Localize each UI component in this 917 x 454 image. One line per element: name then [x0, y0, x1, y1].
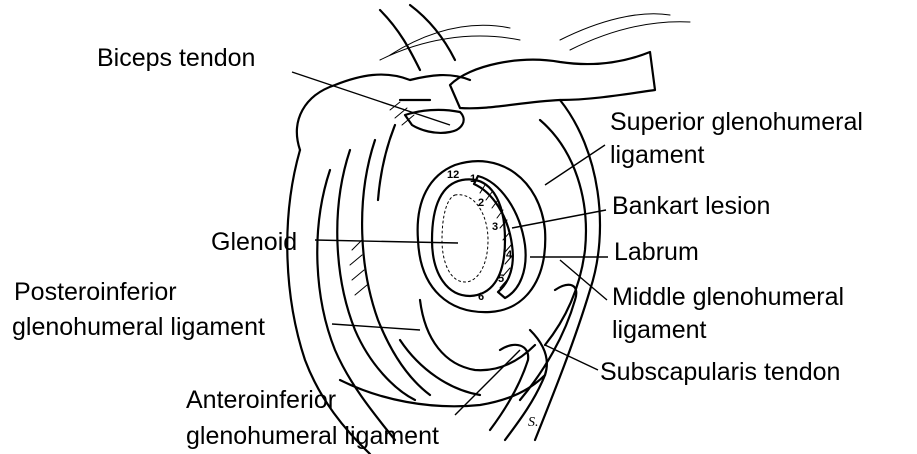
clavicle-outline [450, 52, 655, 108]
leader-anteroinferior [455, 350, 520, 415]
capsule-outer-right [535, 100, 600, 440]
label-labrum: Labrum [614, 237, 699, 267]
label-posteroinferior-line1: Posteroinferior [14, 277, 177, 307]
label-anteroinferior-line1: Anteroinferior [186, 385, 336, 415]
clock-3: 3 [492, 221, 498, 233]
clock-12: 12 [447, 169, 459, 181]
upper-capsule-line [380, 10, 420, 70]
clock-6: 6 [478, 291, 484, 303]
leader-middle-ligament [560, 260, 607, 300]
label-glenoid: Glenoid [211, 227, 297, 257]
leader-posteroinferior [332, 324, 420, 330]
leader-bankart [512, 210, 606, 228]
label-superior-glenohumeral-ligament-line1: Superior glenohumeral [610, 107, 863, 137]
posterior-capsule [337, 150, 415, 400]
leader-biceps [292, 72, 450, 125]
label-anteroinferior-line2: glenohumeral ligament [186, 421, 439, 451]
glenoid-face [432, 179, 505, 296]
label-biceps-tendon: Biceps tendon [97, 43, 255, 73]
label-subscapularis-tendon: Subscapularis tendon [600, 357, 840, 387]
clock-2: 2 [478, 197, 484, 209]
humeral-head [420, 300, 535, 370]
label-bankart-lesion: Bankart lesion [612, 191, 770, 221]
artist-signature: S. [528, 415, 539, 430]
label-posteroinferior-line2: glenohumeral ligament [12, 312, 265, 342]
clock-5: 5 [498, 273, 504, 285]
anterior-capsule [540, 120, 586, 345]
labrum-rim [418, 161, 546, 312]
acromion-outline [297, 75, 470, 150]
label-middle-glenohumeral-line1: Middle glenohumeral [612, 282, 844, 312]
label-superior-glenohumeral-ligament-line2: ligament [610, 140, 705, 170]
clock-4: 4 [506, 249, 513, 261]
label-middle-glenohumeral-line2: ligament [612, 315, 707, 345]
clock-1: 1 [470, 173, 476, 185]
